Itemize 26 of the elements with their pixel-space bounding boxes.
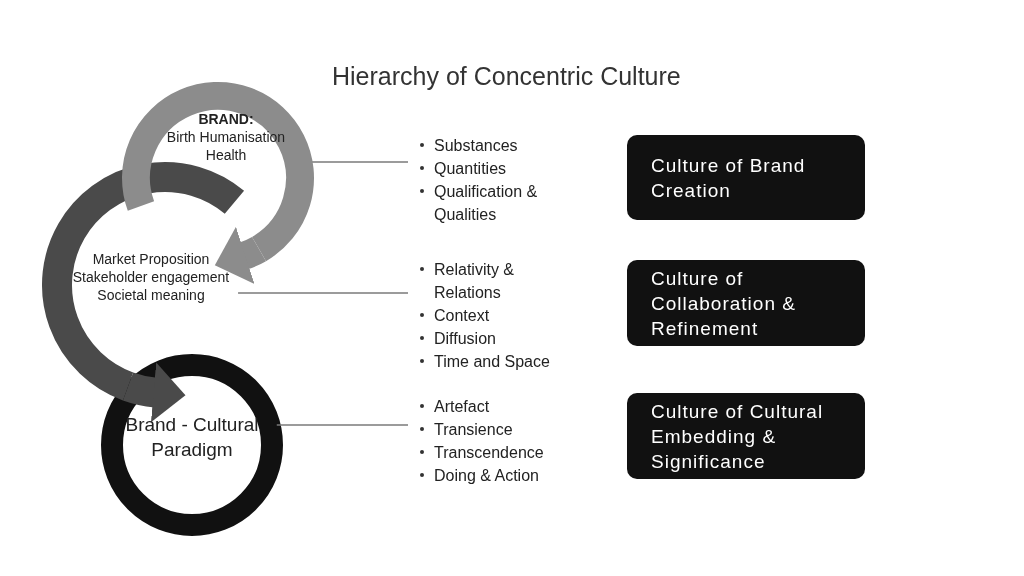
list-item: Substances [434,136,518,156]
box-label: Culture of Collaboration & Refinement [651,266,797,341]
list-item: Context [434,306,490,326]
connector-line [276,424,409,426]
ring-label: Market Proposition Stakeholder engagement Societal meaning [71,250,231,304]
list-item: Time and Space [434,352,550,372]
list-item: Qualification & Qualities [434,182,539,225]
box-label: Culture of Cultural Embedding & Significance [651,399,825,474]
ring-label: Birth Humanisation Health [166,128,286,164]
culture-box [627,393,865,479]
curved-arrow [123,362,186,423]
box-label: Culture of Brand Creation [651,153,807,203]
list-item: Transience [434,420,513,440]
ring-heading: BRAND: [197,110,255,128]
list-item: Quantities [434,159,507,179]
list-item: Doing & Action [434,466,539,486]
connector-line [237,292,409,294]
ring-label: Brand - Cultural Paradigm [124,413,260,462]
culture-box [627,260,865,346]
curved-arrow [215,227,266,284]
list-item: Diffusion [434,329,496,349]
diagram-title: Hierarchy of Concentric Culture [332,62,681,91]
list-item: Transcendence [434,443,544,463]
list-item: Relativity & Relations [434,260,516,303]
culture-box [627,135,865,220]
list-item: Artefact [434,397,490,417]
